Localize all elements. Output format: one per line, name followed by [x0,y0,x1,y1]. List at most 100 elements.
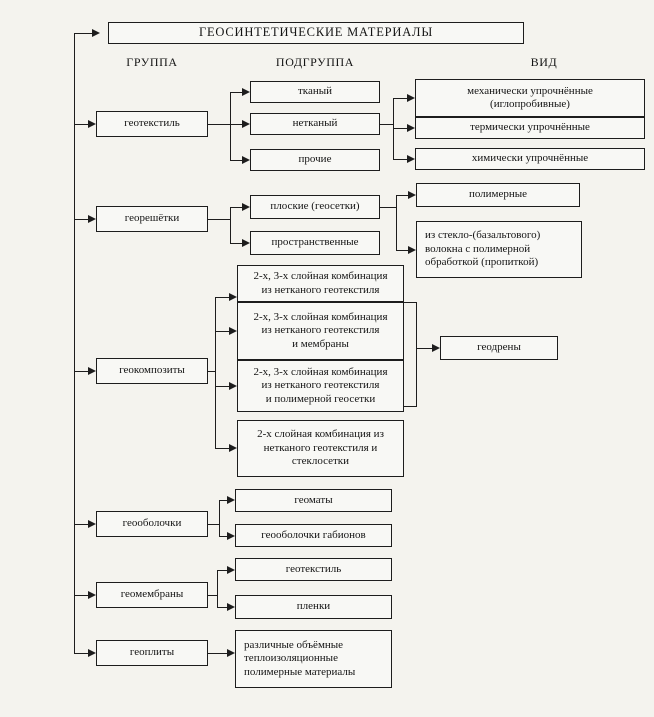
connector-line [208,653,227,654]
arrowhead-icon [242,156,250,164]
arrowhead-icon [408,246,416,254]
arrowhead-icon [229,327,237,335]
connector-line [396,195,408,196]
connector-line [393,98,407,99]
connector-line [215,297,229,298]
connector-line [393,159,407,160]
connector-line [217,607,227,608]
bracket-line [219,500,220,536]
connector-line [230,160,243,161]
arrowhead-icon [92,29,100,37]
connector-line [230,243,243,244]
node-group-geotextile: геотекстиль [96,111,208,137]
connector-line [215,386,229,387]
connector-line [219,500,227,501]
arrowhead-icon [229,382,237,390]
connector-line [74,124,90,125]
node-subgroup-combo-membrane: 2-х, 3-х слойная комбинация из нетканого… [237,302,404,360]
arrowhead-icon [242,88,250,96]
arrowhead-icon [227,532,235,540]
connector-line [74,524,90,525]
connector-line [380,124,393,125]
connector-line [215,448,229,449]
connector-line [404,406,416,407]
node-subgroup-geomats: геоматы [235,489,392,512]
arrowhead-icon [88,649,96,657]
bracket-line [396,195,397,250]
diagram-title: ГЕОСИНТЕТИЧЕСКИЕ МАТЕРИАЛЫ [108,22,524,44]
node-kind-chemically-bonded: химически упрочнённые [415,148,645,170]
bracket-line [416,302,417,407]
node-kind-geodrains: геодрены [440,336,558,360]
node-subgroup-thermal-insulation: различные объёмные теплоизоляционные пол… [235,630,392,688]
connector-line [393,128,407,129]
column-header-kind: ВИД [530,55,558,69]
node-subgroup-combo-glass-net: 2-х слойная комбинация из нетканого геот… [237,420,404,477]
connector-line [208,124,230,125]
arrowhead-icon [227,603,235,611]
bracket-line [217,570,218,607]
arrowhead-icon [88,367,96,375]
arrowhead-icon [407,155,415,163]
arrowhead-icon [88,591,96,599]
node-group-geoshells: геооболочки [96,511,208,537]
arrowhead-icon [432,344,440,352]
connector-line [396,250,408,251]
arrowhead-icon [407,124,415,132]
connector-line [217,570,227,571]
node-kind-thermally-bonded: термически упрочнённые [415,117,645,139]
arrowhead-icon [227,566,235,574]
arrowhead-icon [88,520,96,528]
arrowhead-icon [229,444,237,452]
node-subgroup-nonwoven: нетканый [250,113,380,135]
column-header-subgroup: ПОДГРУППА [275,55,355,69]
connector-line [208,219,230,220]
connector-line [380,207,396,208]
node-subgroup-films: пленки [235,595,392,619]
node-subgroup-woven: тканый [250,81,380,103]
arrowhead-icon [407,94,415,102]
arrowhead-icon [88,215,96,223]
arrowhead-icon [229,293,237,301]
arrowhead-icon [88,120,96,128]
node-subgroup-flat-geonets: плоские (геосетки) [250,195,380,219]
node-group-geogrids: георешётки [96,206,208,232]
node-kind-glass-basalt-fiber: из стекло-(базальтового) волокна с полим… [416,221,582,278]
arrowhead-icon [227,496,235,504]
connector-line [74,653,90,654]
column-header-group: ГРУППА [126,55,178,69]
node-subgroup-combo-nonwoven: 2-х, 3-х слойная комбинация из нетканого… [237,265,404,302]
node-kind-polymer: полимерные [416,183,580,207]
arrowhead-icon [242,120,250,128]
arrowhead-icon [242,239,250,247]
connector-line [219,536,227,537]
arrowhead-icon [242,203,250,211]
bracket-line [230,92,231,161]
connector-line [215,331,229,332]
connector-line [74,219,90,220]
connector-line [208,595,217,596]
connector-line [416,348,432,349]
node-group-geomembranes: геомембраны [96,582,208,608]
connector-line [74,33,94,34]
node-subgroup-other: прочие [250,149,380,171]
connector-line [230,92,243,93]
node-group-geocomposites: геокомпозиты [96,358,208,384]
node-kind-mechanically-bonded: механически упрочнённые (иглопробивные) [415,79,645,117]
node-subgroup-combo-polymer-geonet: 2-х, 3-х слойная комбинация из нетканого… [237,360,404,412]
node-subgroup-spatial: пространственные [250,231,380,255]
connector-line [404,302,416,303]
node-group-geoplates: геоплиты [96,640,208,666]
bracket-line [215,297,216,448]
connector-line [74,595,90,596]
arrowhead-icon [408,191,416,199]
bracket-line [393,98,394,160]
connector-line [74,371,90,372]
spine-line [74,33,75,653]
connector-line [208,371,215,372]
node-subgroup-gabion-shells: геооболочки габионов [235,524,392,547]
connector-line [208,524,219,525]
arrowhead-icon [227,649,235,657]
node-subgroup-geotextile-membrane: геотекстиль [235,558,392,581]
